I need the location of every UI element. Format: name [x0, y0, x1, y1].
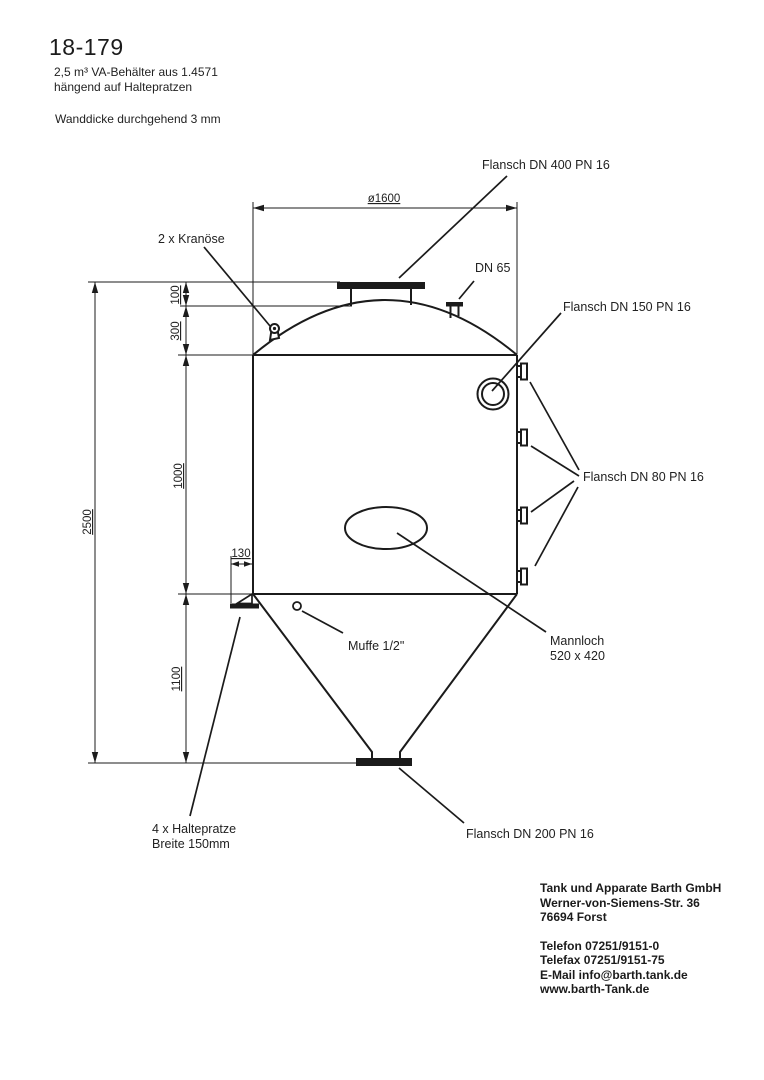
leader-dn150 [491, 312, 562, 392]
dim-130-text: 130 [231, 548, 250, 560]
manhole-ellipse [344, 506, 428, 550]
bottom-flange-dn200-plate [356, 758, 412, 766]
company-block-gap [540, 925, 721, 939]
dim-130-line [231, 561, 252, 567]
leader-dn400 [398, 175, 508, 279]
side-nozzle-2 [517, 428, 528, 447]
leader-dn200 [398, 767, 465, 824]
leader-kranoese [203, 246, 271, 327]
dn150-inner-circle [481, 382, 505, 406]
leader-haltepratze [189, 616, 241, 817]
side-nozzle-1 [517, 362, 528, 381]
bracket-gusset [234, 592, 253, 605]
side-nozzle-4 [517, 567, 528, 586]
leader-dn80-2 [530, 445, 580, 477]
drawing-number: 18-179 [49, 34, 124, 60]
label-dn65: DN 65 [475, 261, 510, 275]
company-fax: Telefax 07251/9151-75 [540, 953, 665, 967]
label-haltepratze-line1: 4 x Haltepratze [152, 822, 236, 836]
label-muffe: Muffe 1/2" [348, 639, 404, 653]
dim-diameter-text: ø1600 [368, 193, 401, 205]
vessel-outline [252, 299, 518, 758]
dn65-neck [449, 306, 460, 318]
leader-mannloch [396, 532, 547, 633]
label-kranoese: 2 x Kranöse [158, 232, 225, 246]
dim-1100-text: 1100 [171, 667, 183, 692]
bracket-plate [230, 603, 259, 609]
support-bracket [230, 592, 259, 609]
company-phone: Telefon 07251/9151-0 [540, 938, 660, 953]
leader-dn80-4 [534, 486, 579, 567]
extension-lines [88, 202, 518, 764]
top-flange-plate [337, 282, 425, 289]
dim-300-text: 300 [170, 321, 182, 340]
vessel-cone [252, 593, 518, 758]
dn150-flange [476, 377, 510, 411]
leader-dn80-3 [530, 480, 575, 513]
vessel-shell [252, 354, 518, 595]
company-city: 76694 Forst [540, 910, 607, 924]
wall-thickness-note: Wanddicke durchgehend 3 mm [55, 112, 221, 126]
company-name: Tank und Apparate Barth GmbH [540, 881, 722, 895]
label-flansch-dn150: Flansch DN 150 PN 16 [563, 300, 691, 314]
side-nozzle-3 [517, 506, 528, 525]
crane-eye-hole [272, 326, 277, 331]
leader-dn80-1 [529, 381, 580, 471]
dim-100-text: 100 [170, 285, 182, 304]
vessel-description-line2: hängend auf Haltepratzen [54, 79, 193, 94]
muffe-circle [292, 601, 302, 611]
leader-dn65 [458, 280, 475, 300]
label-mannloch-line1: Mannloch [550, 634, 604, 648]
dim-1000-text: 1000 [173, 463, 185, 489]
dn65-nozzle [446, 302, 463, 318]
leader-lines [189, 175, 580, 824]
vessel-dome [252, 299, 518, 356]
leader-muffe [301, 610, 344, 634]
company-block: Tank und Apparate Barth GmbH Werner-von-… [540, 881, 721, 997]
label-flansch-dn400: Flansch DN 400 PN 16 [482, 158, 610, 172]
label-flansch-dn200: Flansch DN 200 PN 16 [466, 827, 594, 841]
company-email: E-Mail info@barth.tank.de [540, 967, 688, 982]
dn65-flange-plate [446, 302, 463, 307]
label-mannloch-line2: 520 x 420 [550, 649, 605, 663]
vessel-description-line1: 2,5 m³ VA-Behälter aus 1.4571 [54, 65, 218, 79]
top-flange-dn400 [337, 282, 425, 306]
side-nozzles-dn80 [517, 362, 528, 586]
label-flansch-dn80: Flansch DN 80 PN 16 [583, 470, 704, 484]
label-haltepratze-line2: Breite 150mm [152, 837, 230, 851]
company-street: Werner-von-Siemens-Str. 36 [540, 895, 700, 910]
dim-2500-text: 2500 [82, 509, 94, 535]
company-web: www.barth-Tank.de [540, 982, 650, 996]
vessel-description: 2,5 m³ VA-Behälter aus 1.4571 hängend au… [54, 65, 218, 94]
top-flange-neck [350, 289, 412, 306]
crane-eye [268, 323, 281, 342]
dn150-outer-circle [476, 377, 510, 411]
